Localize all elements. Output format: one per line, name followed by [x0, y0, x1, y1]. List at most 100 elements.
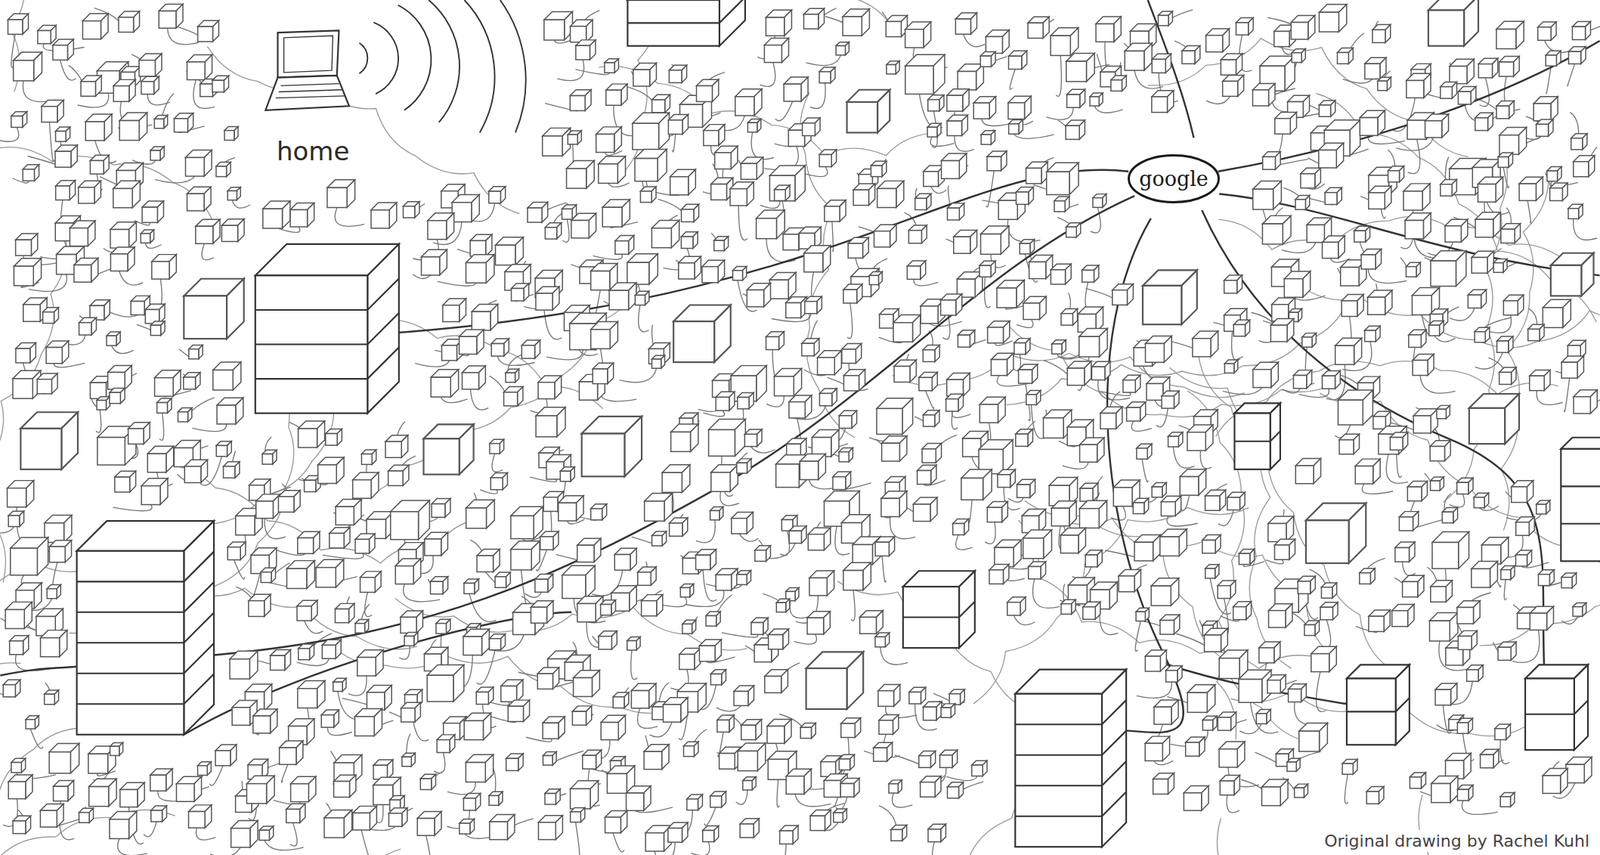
- computer-cube: [1361, 248, 1381, 269]
- cube-front: [824, 206, 840, 222]
- cube-front: [118, 17, 134, 33]
- cube-front: [569, 95, 585, 112]
- cube-front: [733, 270, 743, 281]
- branch-line: [882, 555, 886, 582]
- computer-cube: [696, 79, 719, 102]
- cube-front: [13, 60, 35, 81]
- computer-cube: [1151, 53, 1171, 73]
- cube-front: [263, 208, 283, 229]
- branch-line: [672, 133, 676, 152]
- branch-line: [111, 345, 134, 354]
- branch-line: [365, 591, 372, 616]
- cube-front: [1361, 254, 1376, 270]
- branch-line: [334, 207, 365, 227]
- cube-front: [421, 256, 440, 276]
- computer-cube: [1019, 239, 1034, 254]
- cube-front: [119, 120, 140, 141]
- cube-front: [668, 120, 683, 135]
- computer-cube: [80, 75, 102, 96]
- computer-cube: [1500, 223, 1521, 244]
- cube-front: [1445, 225, 1461, 242]
- cube-front: [198, 26, 214, 42]
- computer-cube: [212, 75, 230, 93]
- cube-front: [227, 191, 237, 201]
- cube-front: [802, 123, 816, 137]
- computer-cube: [1445, 219, 1468, 242]
- cube-front: [55, 131, 67, 143]
- branch-line: [612, 832, 625, 852]
- computer-cube: [1440, 179, 1458, 197]
- computer-cube: [1364, 57, 1387, 79]
- computer-cube: [1318, 100, 1335, 117]
- branch-line: [638, 305, 650, 332]
- cube-front: [746, 290, 764, 307]
- computer-cube: [1359, 110, 1385, 136]
- computer-cube: [55, 126, 71, 142]
- branch-line: [143, 821, 157, 837]
- cube-front: [957, 71, 976, 90]
- computer-cube: [1318, 4, 1347, 32]
- computer-cube: [535, 286, 560, 310]
- branch-line: [192, 423, 227, 432]
- computer-cube: [52, 39, 74, 60]
- computer-cube: [1182, 46, 1201, 65]
- computer-cube: [1449, 58, 1474, 84]
- computer-cube: [1368, 185, 1392, 209]
- cube-front: [879, 314, 894, 329]
- branch-line: [739, 533, 759, 542]
- computer-cube: [668, 114, 688, 134]
- cube-front: [627, 262, 650, 285]
- cube-front: [1403, 191, 1423, 211]
- computer-cube: [842, 9, 870, 36]
- cube-front: [113, 86, 130, 103]
- cube-front: [1124, 50, 1145, 71]
- computer-cube: [1457, 86, 1476, 105]
- branch-line: [195, 827, 216, 840]
- computer-cube: [714, 145, 738, 169]
- cube-front: [1157, 15, 1168, 25]
- computer-cube: [957, 64, 984, 90]
- branch-line: [1527, 200, 1531, 223]
- computer-cube: [905, 21, 932, 48]
- computer-cube: [714, 236, 729, 251]
- cube-front: [670, 176, 689, 195]
- branch-line: [112, 504, 152, 511]
- branch-line: [479, 489, 498, 495]
- computer-cube: [1151, 90, 1174, 113]
- computer-cube: [527, 201, 548, 223]
- branch-line: [1218, 510, 1234, 527]
- cube-front: [1222, 80, 1238, 96]
- computer-cube: [927, 123, 941, 137]
- branch-line: [751, 132, 774, 160]
- cube-front: [703, 130, 719, 146]
- cube-front: [1550, 188, 1563, 202]
- cube-front: [632, 123, 660, 150]
- branch-line: [783, 843, 787, 855]
- computer-cube: [1571, 133, 1588, 150]
- branch-line: [1316, 671, 1327, 712]
- computer-cube: [824, 200, 846, 222]
- computer-cube: [634, 149, 667, 182]
- computer-cube: [609, 282, 637, 310]
- computer-cube: [985, 30, 1009, 54]
- computer-cube: [1499, 55, 1520, 77]
- cube-front: [955, 18, 971, 35]
- cube-front: [1573, 161, 1589, 177]
- computer-cube: [198, 20, 220, 42]
- computer-cube: [421, 249, 448, 276]
- branch-line: [1281, 388, 1300, 394]
- cube-front: [634, 158, 658, 182]
- cube-front: [55, 185, 70, 200]
- cube-front: [905, 29, 924, 48]
- cube-front: [22, 169, 35, 181]
- computer-cube: [1290, 15, 1315, 40]
- branch-line: [440, 396, 468, 403]
- cube-front: [1235, 22, 1248, 35]
- branch-line: [1564, 377, 1570, 412]
- branch-line: [0, 526, 14, 533]
- cube-front: [981, 134, 991, 145]
- cube-front: [290, 209, 308, 227]
- branch-line: [1461, 800, 1498, 814]
- cube-front: [996, 287, 1017, 308]
- cube-front: [927, 126, 938, 137]
